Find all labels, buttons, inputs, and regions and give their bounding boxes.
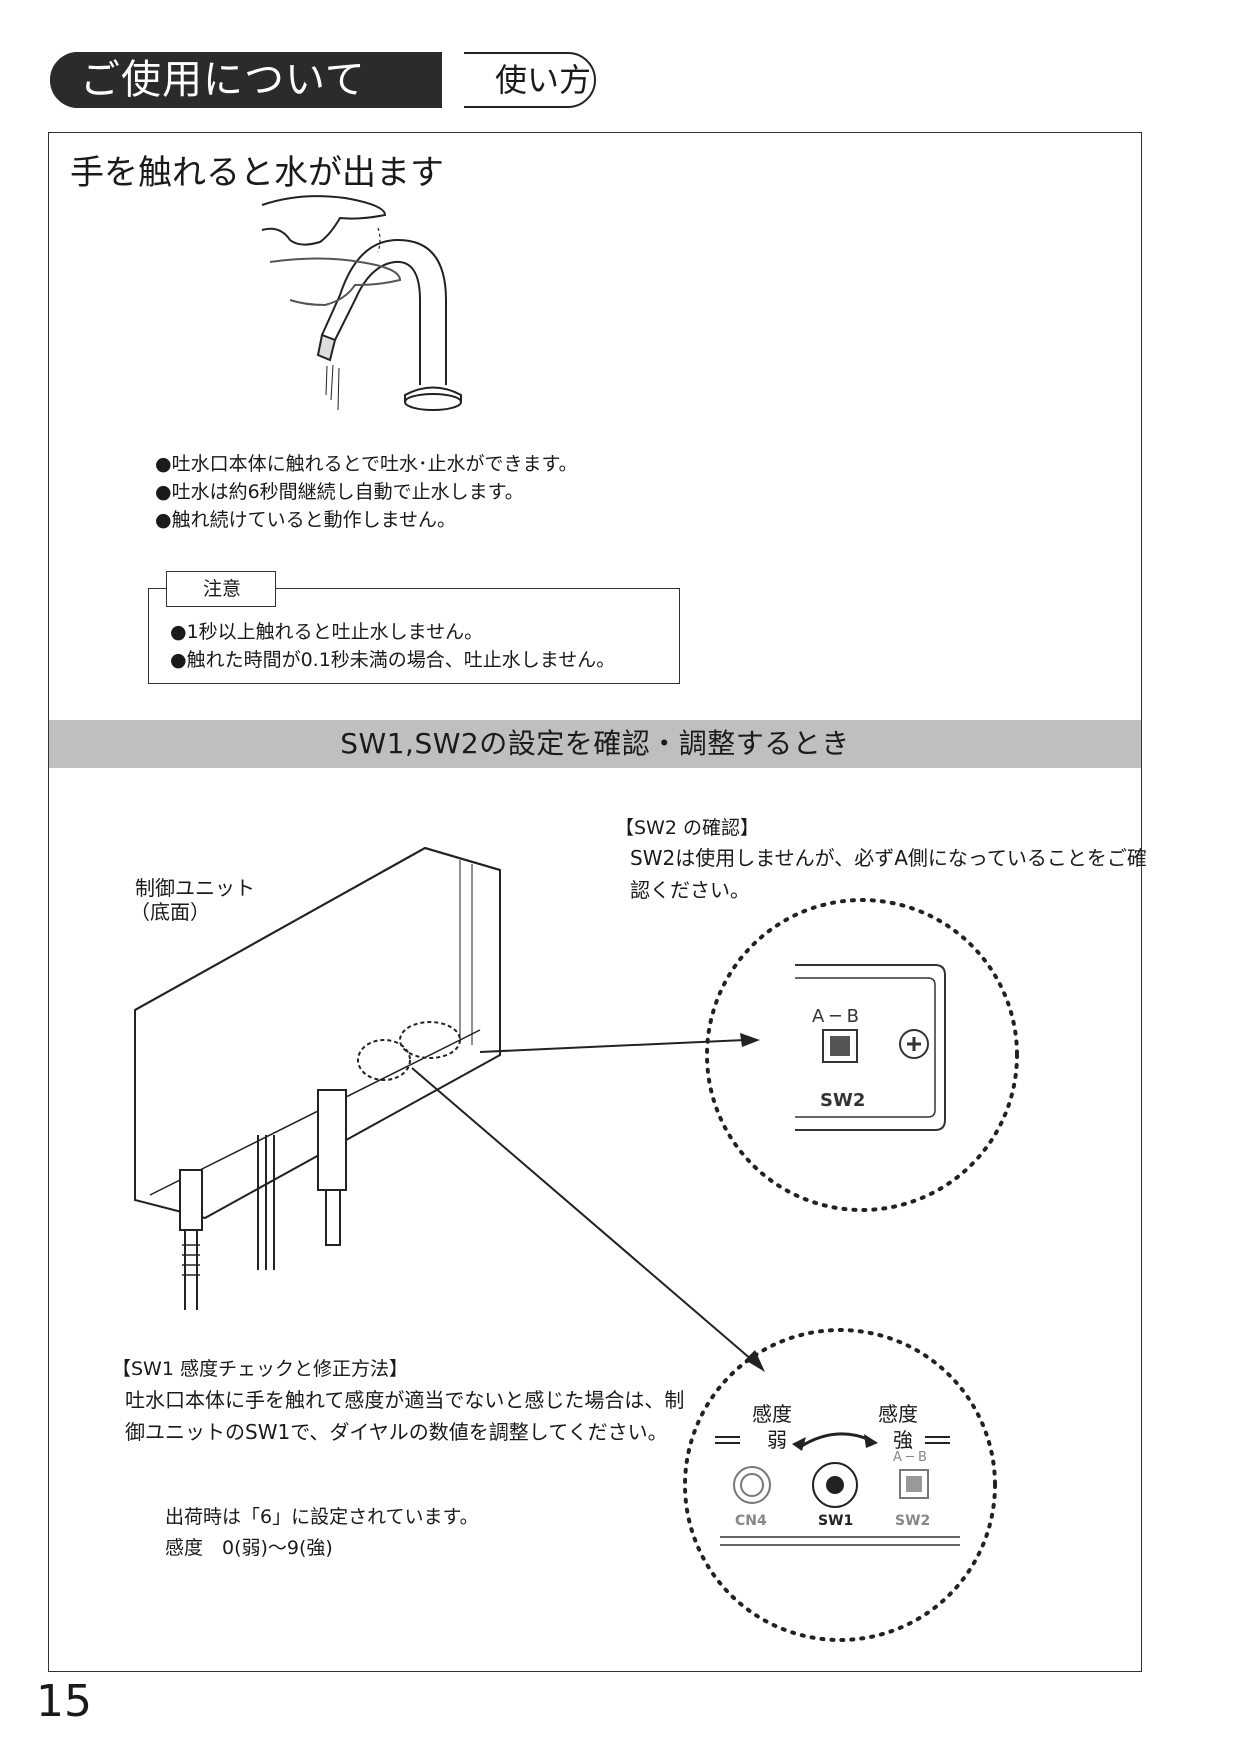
sw1-zoom-circle — [683, 1328, 997, 1642]
list-item: 吐水は約6秒間継続し自動で止水します。 — [155, 478, 578, 506]
header-subtitle: 使い方 — [495, 61, 592, 99]
strong-sublabel: 強 — [893, 1428, 913, 1452]
shipping-setting: 出荷時は「6」に設定されています。 — [165, 1506, 479, 1528]
sw1-label: SW1 — [818, 1513, 854, 1529]
control-unit-illustration — [134, 846, 501, 1310]
sw2-body: SW2は使用しませんが、必ずA側になっていることをご確認ください。 — [630, 846, 1147, 902]
cn4-label: CN4 — [735, 1513, 767, 1529]
page-header: ご使用について 使い方 — [50, 52, 596, 108]
header-title: ご使用について — [50, 52, 442, 108]
weak-label: 感度 — [752, 1402, 792, 1426]
caution-box — [148, 588, 680, 684]
list-item: 吐水口本体に触れるとで吐水･止水ができます。 — [155, 450, 578, 478]
page-number: 15 — [36, 1676, 92, 1727]
sw2-zoom-circle — [705, 898, 1019, 1212]
sw2-small-label: SW2 — [895, 1513, 931, 1529]
band-title: SW1,SW2の設定を確認・調整するとき — [340, 727, 850, 760]
sw1-ab-label: A ─ B — [893, 1450, 927, 1465]
sw2-heading: 【SW2 の確認】 — [615, 817, 759, 839]
usage-bullets: 吐水口本体に触れるとで吐水･止水ができます。 吐水は約6秒間継続し自動で止水しま… — [155, 450, 578, 534]
unit-sublabel: （底面） — [130, 900, 210, 924]
caution-list: 1秒以上触れると吐止水しません。 触れた時間が0.1秒未満の場合、吐止水しません… — [170, 618, 616, 674]
list-item: 触れ続けていると動作しません。 — [155, 506, 578, 534]
list-item: 1秒以上触れると吐止水しません。 — [170, 618, 615, 646]
caution-label: 注意 — [166, 571, 276, 607]
unit-label: 制御ユニット — [135, 876, 255, 900]
weak-sublabel: 弱 — [767, 1428, 787, 1452]
list-item: 触れた時間が0.1秒未満の場合、吐止水しません。 — [170, 646, 616, 674]
sw2-name-label: SW2 — [820, 1090, 866, 1111]
sw2-ab-label: A ─ B — [812, 1006, 859, 1027]
header-divider — [442, 52, 464, 108]
faucet-illustration — [261, 195, 462, 411]
sw1-heading: 【SW1 感度チェックと修正方法】 — [112, 1358, 408, 1380]
callout-arrows — [411, 1033, 765, 1372]
sensitivity-range: 感度 0(弱)〜9(強) — [165, 1537, 333, 1559]
section-title: 手を触れると水が出ます — [70, 153, 444, 193]
strong-label: 感度 — [878, 1402, 918, 1426]
section-band: SW1,SW2の設定を確認・調整するとき — [49, 720, 1141, 768]
content-frame — [48, 132, 1142, 1672]
sw1-body: 吐水口本体に手を触れて感度が適当でないと感じた場合は、制御ユニットのSW1で、ダ… — [125, 1388, 685, 1444]
